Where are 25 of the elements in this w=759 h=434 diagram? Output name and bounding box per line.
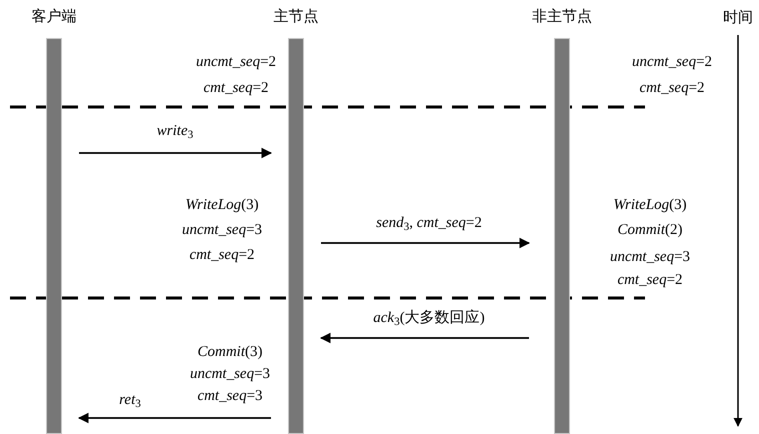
arrow	[79, 148, 272, 158]
state-label: cmt_seq=2	[617, 271, 683, 289]
arrow	[78, 412, 271, 424]
state-label: Commit(2)	[618, 221, 682, 239]
state-label: uncmt_seq=2	[632, 53, 712, 71]
edge-label: write$_{3}$	[154, 122, 196, 140]
edge-label: ack$_{3}$(大多数回应)	[371, 309, 487, 327]
state-label: uncmt_seq=3	[182, 221, 262, 239]
state-label: WriteLog(3)	[613, 196, 687, 214]
lifeline-heading: 非主节点	[532, 7, 592, 27]
state-label: Commit(3)	[198, 343, 262, 361]
state-label: cmt_seq=2	[639, 79, 705, 97]
state-label: cmt_seq=3	[197, 387, 263, 405]
arrow	[321, 238, 530, 248]
state-label: WriteLog(3)	[185, 196, 259, 214]
state-label: cmt_seq=2	[189, 246, 255, 264]
state-label: cmt_seq=2	[203, 79, 269, 97]
lifeline-heading: 主节点	[274, 7, 318, 27]
state-label: uncmt_seq=3	[610, 248, 690, 266]
arrow	[320, 332, 529, 344]
lifeline-heading: 客户端	[32, 7, 76, 27]
state-label: 时间	[723, 9, 753, 27]
edge-label: send$_{3}$, cmt_seq=2	[374, 214, 484, 232]
state-label: uncmt_seq=2	[196, 53, 276, 71]
state-label: uncmt_seq=3	[190, 365, 270, 383]
